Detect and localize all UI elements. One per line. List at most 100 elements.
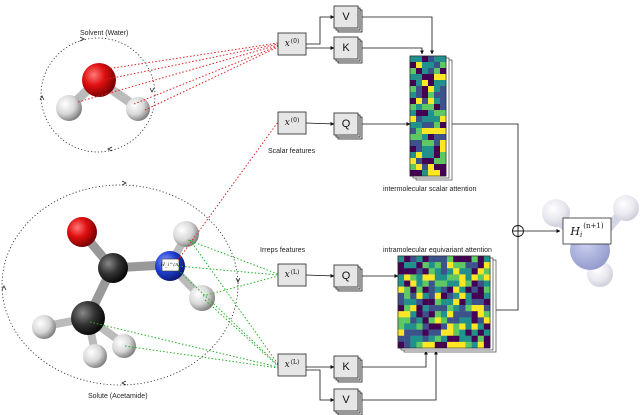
heatmap-cell [471, 323, 478, 330]
heatmap-cell [465, 292, 472, 300]
hi-node-marker [161, 258, 180, 272]
heatmap-cell [416, 335, 423, 343]
heatmap-cell [447, 298, 454, 306]
heatmap-cell [410, 104, 417, 111]
heatmap-cell [434, 335, 442, 343]
heatmap-cell [416, 298, 423, 306]
heatmap-cell [440, 68, 447, 75]
heatmap-cell [440, 305, 448, 312]
heatmap-cell [410, 305, 417, 312]
heatmap-cell [428, 140, 435, 147]
heatmap-cell [422, 280, 429, 287]
heatmap-cell [477, 274, 485, 281]
heatmap-cell [422, 74, 429, 81]
heatmap-cell [440, 134, 447, 141]
heatmap-cell [434, 146, 441, 153]
heatmap-cell [459, 335, 466, 343]
heatmap-cell [434, 280, 442, 287]
acetamide-hydrogen-atom [173, 221, 199, 247]
heatmap-cell [410, 335, 417, 343]
water-hydrogen-atom [56, 95, 82, 121]
heatmap-cell [422, 68, 429, 75]
solute-circle [1, 180, 241, 386]
heatmap-cell [434, 170, 441, 177]
heatmap-cell [410, 317, 417, 324]
acetamide-oxygen-atom [67, 217, 97, 247]
heatmap-cell [416, 170, 423, 177]
heatmap-cell [465, 286, 472, 293]
heatmap-cell [440, 164, 447, 171]
heatmap-cell [416, 98, 423, 105]
heatmap-cell [404, 311, 411, 318]
heatmap-cell [471, 329, 478, 336]
heatmap-cell [459, 274, 466, 281]
heatmap-cell [459, 286, 466, 293]
xL-node-bottom [277, 353, 307, 377]
heatmap-cell [416, 323, 423, 330]
heatmap-cell [434, 134, 441, 141]
heatmap-cell [416, 146, 423, 153]
heatmap-cell [410, 170, 417, 177]
heatmap-cell [440, 158, 447, 165]
heatmap-cell [428, 311, 435, 318]
heatmap-cell [434, 86, 441, 93]
heatmap-cell [477, 317, 485, 324]
heatmap-cell [471, 280, 478, 287]
heatmap-border [409, 55, 447, 177]
heatmap-cell [434, 92, 441, 99]
heatmap-cell [428, 62, 435, 69]
heatmap-cell [428, 274, 435, 281]
heatmap-cell [416, 152, 423, 159]
intra-attention-heatmap [397, 255, 491, 349]
heatmap-cell [447, 268, 454, 275]
heatmap-cell [434, 158, 441, 165]
heatmap-cell [440, 98, 447, 105]
heatmap-cell [410, 140, 417, 147]
feature-nodes [277, 32, 307, 377]
heatmap-cell [434, 110, 441, 117]
heatmap-cell [440, 317, 448, 324]
heatmap-cell [428, 256, 435, 263]
heatmap-cell [434, 262, 442, 269]
heatmap-cell [410, 286, 417, 293]
heatmap-cell [471, 286, 478, 293]
heatmap-cell [434, 305, 442, 312]
heatmap-cell [410, 329, 417, 336]
heatmap-cell [440, 80, 447, 87]
heatmap-cell [428, 128, 435, 135]
heatmap-cell [434, 104, 441, 111]
heatmap-cell [471, 305, 478, 312]
heatmap-cell [440, 262, 448, 269]
acetamide-molecule [32, 217, 215, 368]
heatmap-cell [453, 274, 460, 281]
heatmap-cell [410, 122, 417, 129]
heatmap-cell [447, 274, 454, 281]
heatmap-cell [465, 280, 472, 287]
scalar-features-label: Scalar features [268, 148, 316, 155]
heatmap-cell [453, 329, 460, 336]
heatmap-cell [410, 80, 417, 87]
heatmap-cell [422, 110, 429, 117]
heatmap-cell [447, 329, 454, 336]
flow-arrows [305, 15, 561, 402]
heatmap-cell [428, 292, 435, 300]
heatmap-cell [440, 311, 448, 318]
heatmap-cell [416, 56, 423, 63]
heatmap-cell [410, 56, 417, 63]
heatmap-cell [422, 164, 429, 171]
solute-links [89, 239, 279, 369]
heatmap-cell [440, 128, 447, 135]
heatmap-cell [422, 311, 429, 318]
heatmap-cell [398, 329, 405, 336]
heatmap-cell [477, 329, 485, 336]
solvent-circle [39, 36, 156, 153]
solvent-label: Solvent (Water) [80, 30, 129, 37]
heatmap-cell [404, 256, 411, 263]
heatmap-cell [422, 262, 429, 269]
heatmap-cell [459, 280, 466, 287]
heatmap-cell [428, 170, 435, 177]
xL-node-mid-label: x(L) [284, 268, 300, 281]
water-oxygen-atom [82, 63, 116, 97]
heatmap-cell [422, 62, 429, 69]
heatmap-cell [447, 280, 454, 287]
